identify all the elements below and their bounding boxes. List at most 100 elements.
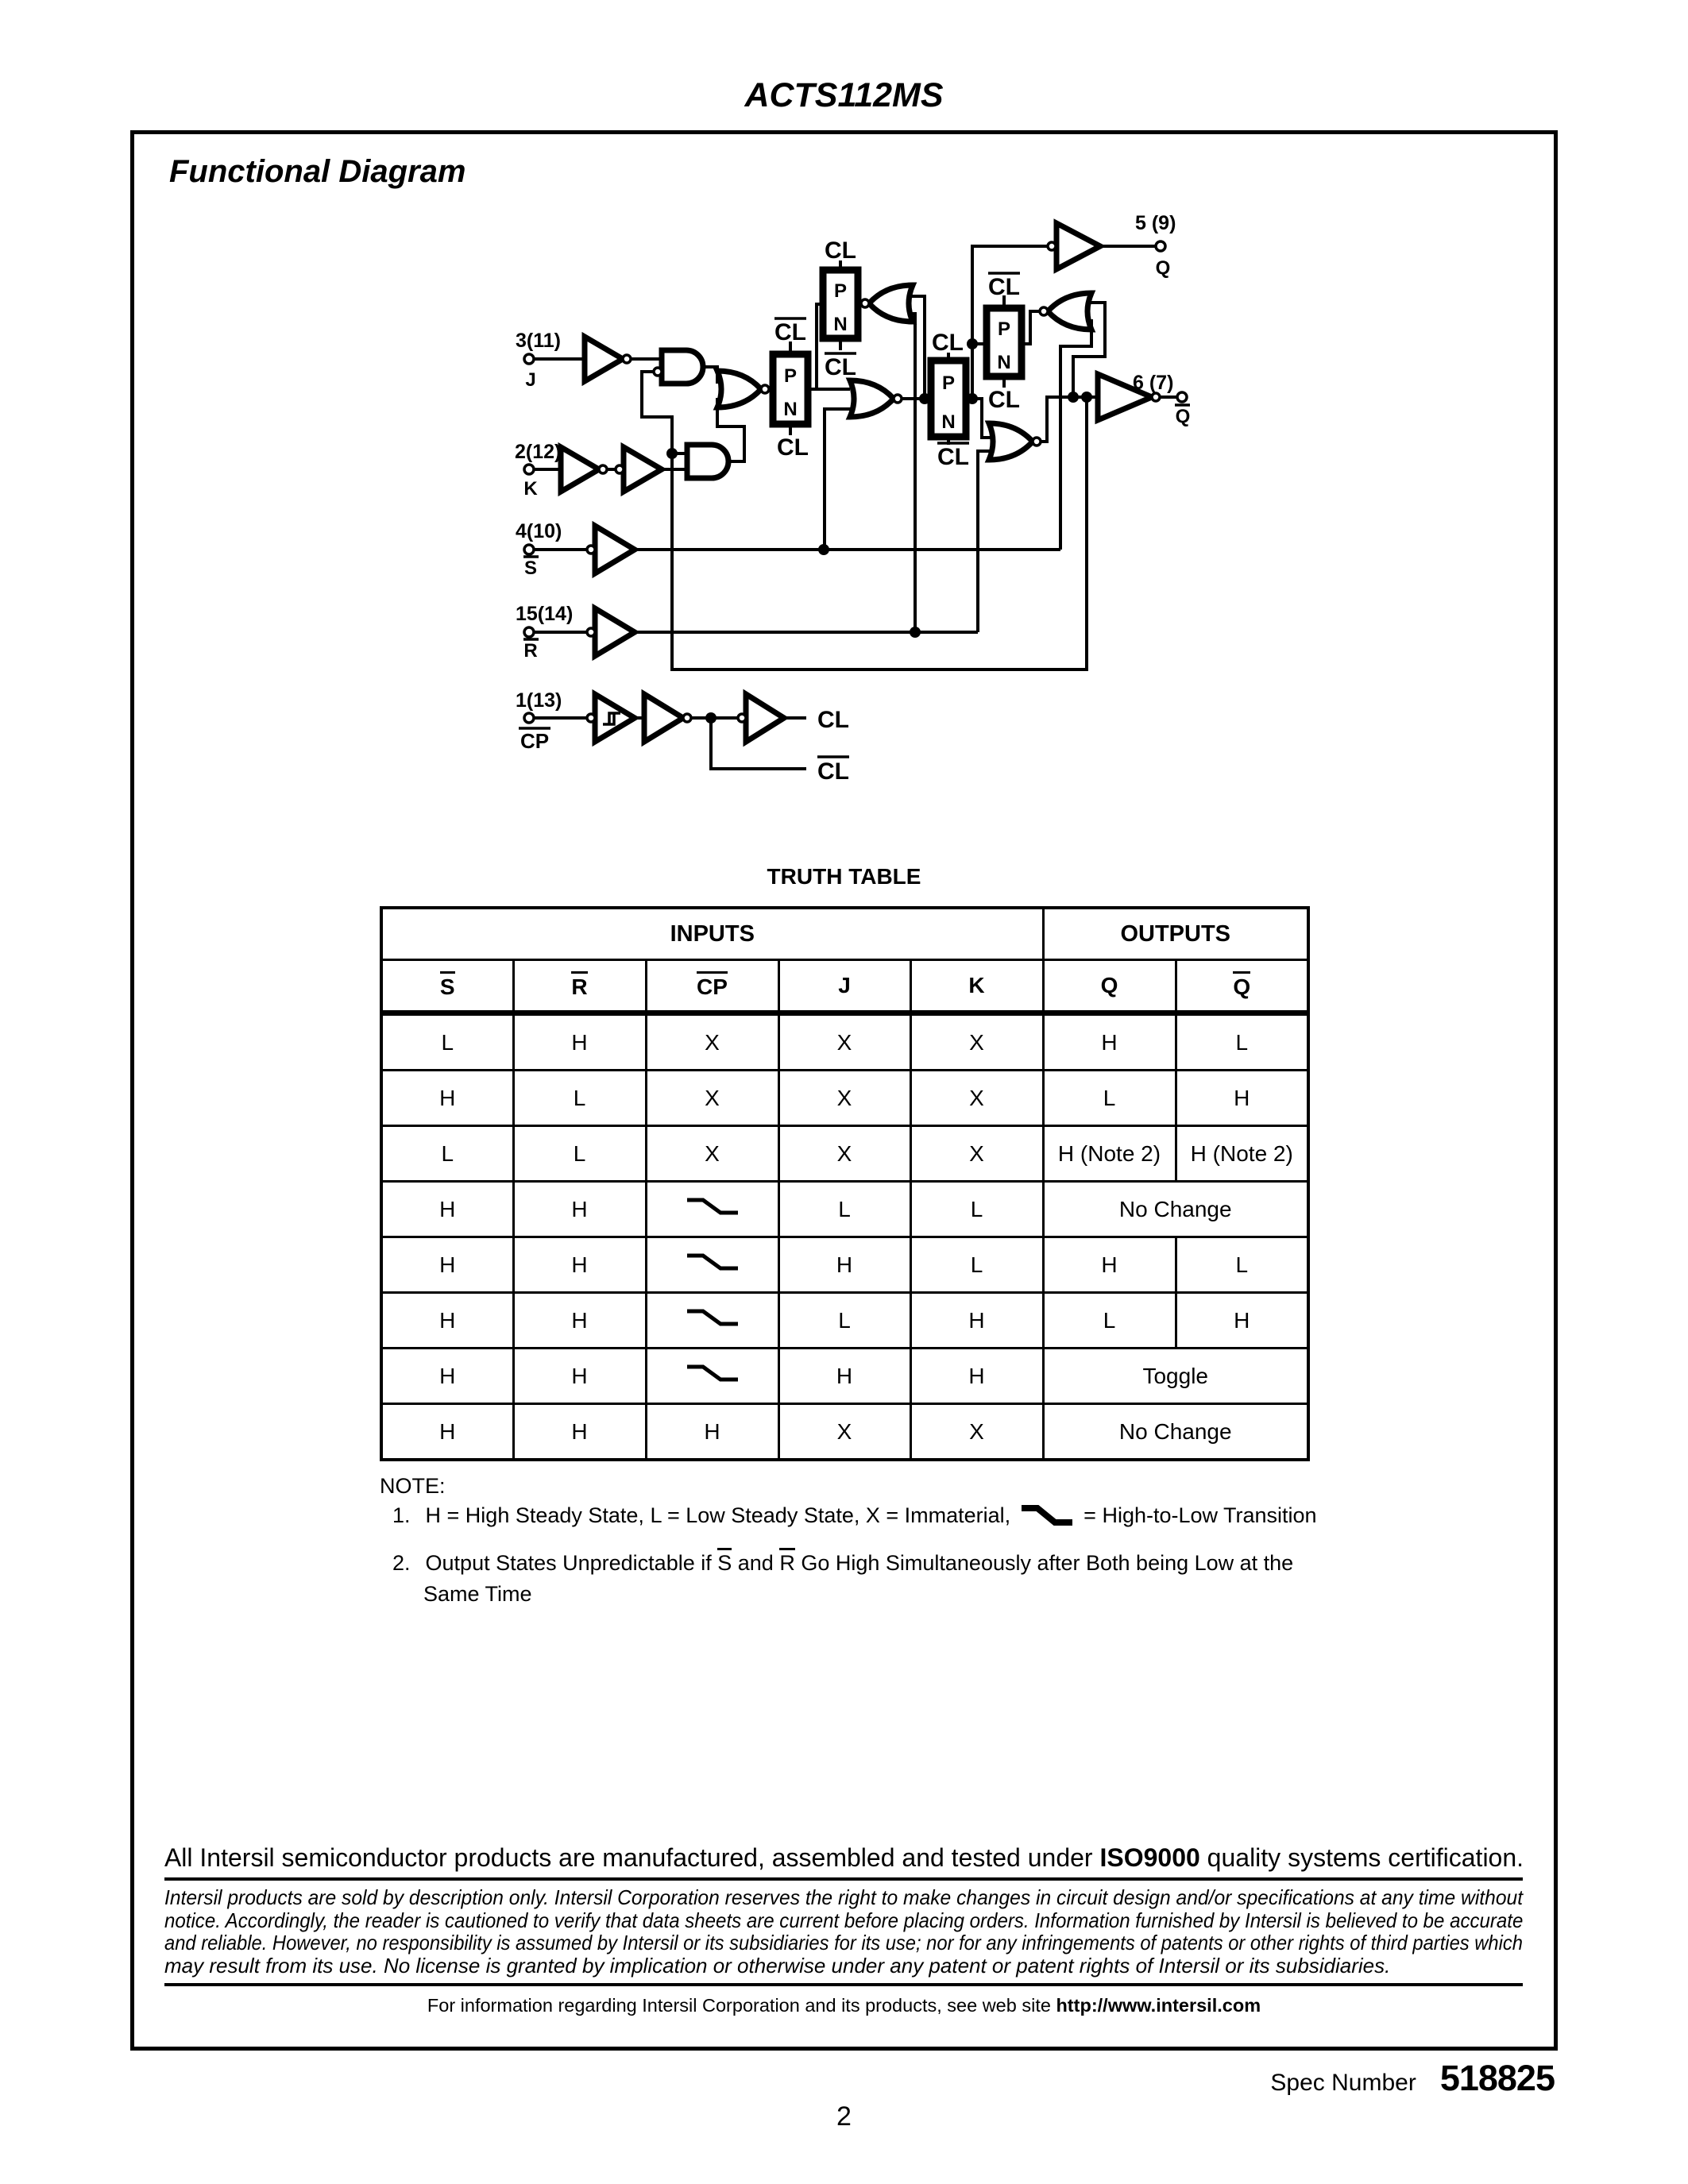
table-row: H H H H Toggle	[380, 1347, 1310, 1405]
cell: X	[909, 1012, 1045, 1071]
tg1-n: N	[783, 399, 797, 420]
tg2-n: N	[833, 314, 847, 335]
clock-clbar-label: CL	[817, 758, 849, 785]
col-header-s: S	[380, 959, 515, 1016]
tg1-label-cl: CL	[777, 434, 809, 461]
pin-number-s: 4(10)	[516, 520, 562, 542]
note-2-line2: Same Time	[423, 1582, 532, 1606]
cell: L	[777, 1180, 912, 1238]
col-header-r: R	[512, 959, 647, 1016]
pin-number-j: 3(11)	[516, 330, 561, 352]
tg2-box	[819, 266, 862, 342]
spec-number-block: Spec Number 518825	[1270, 2058, 1555, 2099]
table-row: H H H X X No Change	[380, 1403, 1310, 1461]
cell: H	[512, 1403, 647, 1461]
cell: L	[1041, 1291, 1177, 1349]
cell: H	[512, 1291, 647, 1349]
tg1-p: P	[784, 365, 797, 387]
cell-falling-edge	[644, 1347, 780, 1405]
inverter-k1	[558, 442, 605, 497]
cell: L	[380, 1012, 515, 1071]
buffer-q	[1053, 218, 1107, 274]
cell: H	[380, 1236, 515, 1294]
tg3-label-clbar: CL	[937, 444, 969, 470]
nor-gate-master-2	[845, 377, 898, 420]
buffer-k2	[620, 442, 667, 497]
tg4-p: P	[998, 318, 1010, 340]
pin-signal-k: K	[523, 478, 538, 500]
pin-number-r: 15(14)	[516, 603, 573, 625]
tg1-label-clbar: CL	[774, 319, 806, 345]
cell: L	[909, 1180, 1045, 1238]
iso-certification-line: All Intersil semiconductor products are …	[134, 1843, 1554, 1873]
cell: H	[909, 1291, 1045, 1349]
col-header-j: J	[777, 959, 912, 1016]
pin-signal-cp: CP	[520, 729, 549, 753]
cell: L	[380, 1125, 515, 1183]
page-number: 2	[836, 2101, 852, 2132]
pin-signal-r: R	[523, 640, 537, 662]
note-1-number: 1.	[392, 1503, 411, 1527]
cell: H	[380, 1347, 515, 1405]
table-row: H L X X X L H	[380, 1069, 1310, 1127]
cell: H	[512, 1347, 647, 1405]
col-header-r-label: R	[571, 971, 588, 998]
falling-edge-icon	[686, 1253, 738, 1271]
legal-paragraph: Intersil products are sold by descriptio…	[164, 1886, 1523, 1977]
cell: L	[1174, 1012, 1310, 1071]
spec-number-value: 518825	[1439, 2058, 1555, 2098]
cell: X	[909, 1125, 1045, 1183]
cell: X	[909, 1403, 1045, 1461]
buffer-cl	[743, 689, 790, 747]
tg1-box	[769, 350, 812, 428]
cell: X	[644, 1012, 780, 1071]
and-gate-k	[684, 442, 732, 481]
logic-gates	[558, 218, 1159, 747]
website-url-text: http://www.intersil.com	[1056, 1995, 1261, 2016]
nand-gate-j	[659, 347, 706, 387]
falling-edge-icon	[1022, 1505, 1073, 1526]
table-row: L L X X X H (Note 2) H (Note 2)	[380, 1125, 1310, 1183]
table-row: L H X X X H L	[380, 1012, 1310, 1071]
col-header-k: K	[909, 959, 1045, 1016]
cell: H	[1041, 1012, 1177, 1071]
note-2-s-overlined: S	[717, 1548, 732, 1574]
functional-diagram-heading: Functional Diagram	[169, 154, 466, 189]
cell: H	[512, 1236, 647, 1294]
table-group-row: INPUTS OUTPUTS	[380, 906, 1310, 961]
cell: H	[380, 1069, 515, 1127]
col-header-cp-label: CP	[697, 971, 728, 998]
iso-text-post: quality systems certification.	[1199, 1843, 1524, 1872]
pin-number-q: 5 (9)	[1135, 212, 1176, 234]
note-1: 1.H = High Steady State, L = Low Steady …	[392, 1503, 1317, 1528]
table-row: H H H L H L	[380, 1236, 1310, 1294]
cell: H	[512, 1012, 647, 1071]
cell: L	[1041, 1069, 1177, 1127]
cell: H	[380, 1291, 515, 1349]
content-border-box	[130, 130, 1558, 2051]
cell: X	[777, 1069, 912, 1127]
tg4-n: N	[997, 352, 1010, 373]
inversion-bubbles	[585, 241, 1161, 723]
iso-text-bold: ISO9000	[1099, 1843, 1200, 1872]
nor-gate-master-feedback	[865, 282, 917, 325]
website-info-line: For information regarding Intersil Corpo…	[134, 1995, 1554, 2016]
note-2: 2.Output States Unpredictable if S and R…	[392, 1548, 1293, 1576]
inverter-r	[592, 603, 640, 662]
cell: H (Note 2)	[1174, 1125, 1310, 1183]
nor-gate-slave-2	[984, 420, 1037, 463]
col-header-qbar: Q	[1174, 959, 1310, 1016]
inverter-cp2	[641, 689, 689, 747]
tg3-p: P	[942, 372, 955, 394]
inputs-group-header: INPUTS	[380, 906, 1045, 961]
cell: H	[1174, 1291, 1310, 1349]
iso-text-pre: All Intersil semiconductor products are …	[164, 1843, 1100, 1872]
cell: X	[909, 1069, 1045, 1127]
cell: H	[512, 1180, 647, 1238]
pin-signal-q: Q	[1156, 257, 1171, 279]
legal-line: may result from its use. No license is g…	[164, 1953, 1391, 1978]
cell: H	[644, 1403, 780, 1461]
pin-number-qbar: 6 (7)	[1133, 372, 1173, 394]
tg2-label-cl: CL	[825, 237, 856, 264]
